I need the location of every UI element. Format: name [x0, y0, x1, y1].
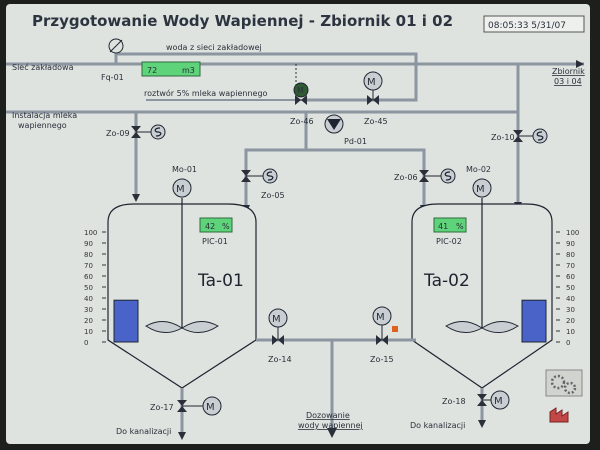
label-zo46: Zo-46 — [290, 117, 314, 126]
pic02-pct: % — [456, 222, 464, 231]
scale-label: 50 — [84, 284, 93, 292]
pipe-bypass — [114, 52, 418, 64]
label-ta02: Ta-02 — [423, 271, 470, 291]
label-kanalizacja-2: Do kanalizacji — [410, 421, 465, 430]
scale-label: 30 — [566, 306, 575, 314]
zo10-actuator-icon[interactable] — [532, 128, 548, 144]
scale-label: 70 — [84, 262, 93, 270]
zo06-actuator-icon[interactable] — [440, 168, 456, 184]
pic01-readout — [199, 217, 233, 233]
zo46-motor-icon[interactable] — [293, 82, 309, 98]
fq-unit: m3 — [182, 66, 195, 75]
scale-label: 60 — [84, 273, 93, 281]
label-zo09: Zo-09 — [106, 129, 130, 138]
factory-icon[interactable] — [549, 407, 569, 423]
datetime: 08:05:33 5/31/07 — [488, 21, 566, 31]
page-title: Przygotowanie Wody Wapiennej - Zbiornik … — [32, 12, 453, 30]
flowmeter-icon — [108, 38, 124, 54]
arrow-down-icon — [178, 432, 186, 440]
fq-value: 72 — [147, 66, 157, 75]
zo17-letter: M — [206, 402, 215, 413]
fq-readout — [141, 61, 201, 77]
label-zo18: Zo-18 — [442, 397, 466, 406]
label-zo05: Zo-05 — [261, 191, 285, 200]
label-zo17: Zo-17 — [150, 403, 174, 412]
label-instalacja: Instalacja mleka — [12, 111, 77, 120]
zo09-actuator-icon[interactable] — [150, 124, 166, 140]
scale-label: 70 — [566, 262, 575, 270]
pipe-pump-right — [306, 148, 426, 209]
label-zo06: Zo-06 — [394, 173, 418, 182]
zo46-motor-letter: M — [297, 86, 304, 95]
scale-label: 60 — [566, 273, 575, 281]
scale-label: 0 — [84, 339, 88, 347]
link-dozowanie-2[interactable]: wody wapiennej — [298, 421, 363, 430]
pic01-value: 42 — [205, 222, 215, 231]
scale-label: 80 — [84, 251, 93, 259]
zo14-letter: M — [272, 314, 281, 325]
ta02-level-bar — [521, 299, 547, 343]
ta01-agitator-icon — [145, 321, 219, 333]
scale-label: 40 — [566, 295, 575, 303]
scale-label: 80 — [566, 251, 575, 259]
label-zo15: Zo-15 — [370, 355, 394, 364]
arrow-right-icon — [576, 60, 584, 68]
pipe-mains-drop — [306, 64, 418, 102]
label-woda: woda z sieci zakładowej — [166, 43, 262, 52]
datetime-box — [483, 15, 585, 33]
scale-label: 0 — [566, 339, 570, 347]
ta02-agitator-icon — [445, 321, 519, 333]
arrow-down-icon — [478, 420, 486, 428]
label-kanalizacja-1: Do kanalizacji — [116, 427, 171, 436]
scale-label: 20 — [566, 317, 575, 325]
zo05-actuator-icon[interactable] — [262, 168, 278, 184]
scale-label: 90 — [84, 240, 93, 248]
zo45-motor-letter: M — [367, 77, 376, 88]
pump-arrow-icon — [327, 119, 341, 130]
link-zbiornik-nr[interactable]: 03 i 04 — [554, 77, 582, 86]
label-roztwor: roztwór 5% mleka wapiennego — [144, 88, 268, 98]
gear-icon[interactable] — [545, 369, 583, 397]
process-diagram: Przygotowanie Wody Wapiennej - Zbiornik … — [6, 12, 585, 440]
scale-label: 100 — [566, 229, 579, 237]
pic02-value: 41 — [438, 222, 448, 231]
mo01-letter: M — [176, 184, 185, 195]
scale-label: 20 — [84, 317, 93, 325]
label-mo01: Mo-01 — [172, 165, 197, 174]
ta01-level-bar — [113, 299, 139, 343]
pic02-readout — [433, 217, 467, 233]
flowmeter-needle — [109, 39, 123, 53]
label-instalacja-2: wapiennego — [18, 121, 67, 130]
pic01-pct: % — [222, 222, 230, 231]
hmi-screen: Przygotowanie Wody Wapiennej - Zbiornik … — [6, 4, 590, 444]
mo02-letter: M — [476, 184, 485, 195]
scale-label: 30 — [84, 306, 93, 314]
scale-label: 10 — [84, 328, 93, 336]
arrow-down-icon — [132, 194, 140, 202]
scale-label: 10 — [566, 328, 575, 336]
label-fq01: Fq-01 — [101, 73, 124, 82]
label-pic01: PIC-01 — [202, 237, 228, 246]
zo15-letter: M — [376, 312, 385, 323]
arrow-down-icon — [327, 428, 337, 438]
link-zbiornik[interactable]: Zbiornik — [552, 67, 585, 76]
label-zo45: Zo-45 — [364, 117, 388, 126]
label-mo02: Mo-02 — [466, 165, 491, 174]
label-pd01: Pd-01 — [344, 137, 367, 146]
label-zo14: Zo-14 — [268, 355, 292, 364]
scale-label: 100 — [84, 229, 97, 237]
zo15-alarm-indicator — [392, 326, 398, 332]
zo18-letter: M — [494, 396, 503, 407]
label-siec: Sieć zakładowa — [12, 62, 74, 72]
scale-label: 50 — [566, 284, 575, 292]
label-zo10: Zo-10 — [491, 133, 515, 142]
label-pic02: PIC-02 — [436, 237, 462, 246]
label-ta01: Ta-01 — [197, 271, 244, 291]
link-dozowanie[interactable]: Dozowanie — [306, 411, 350, 420]
scale-label: 90 — [566, 240, 575, 248]
scale-label: 40 — [84, 295, 93, 303]
